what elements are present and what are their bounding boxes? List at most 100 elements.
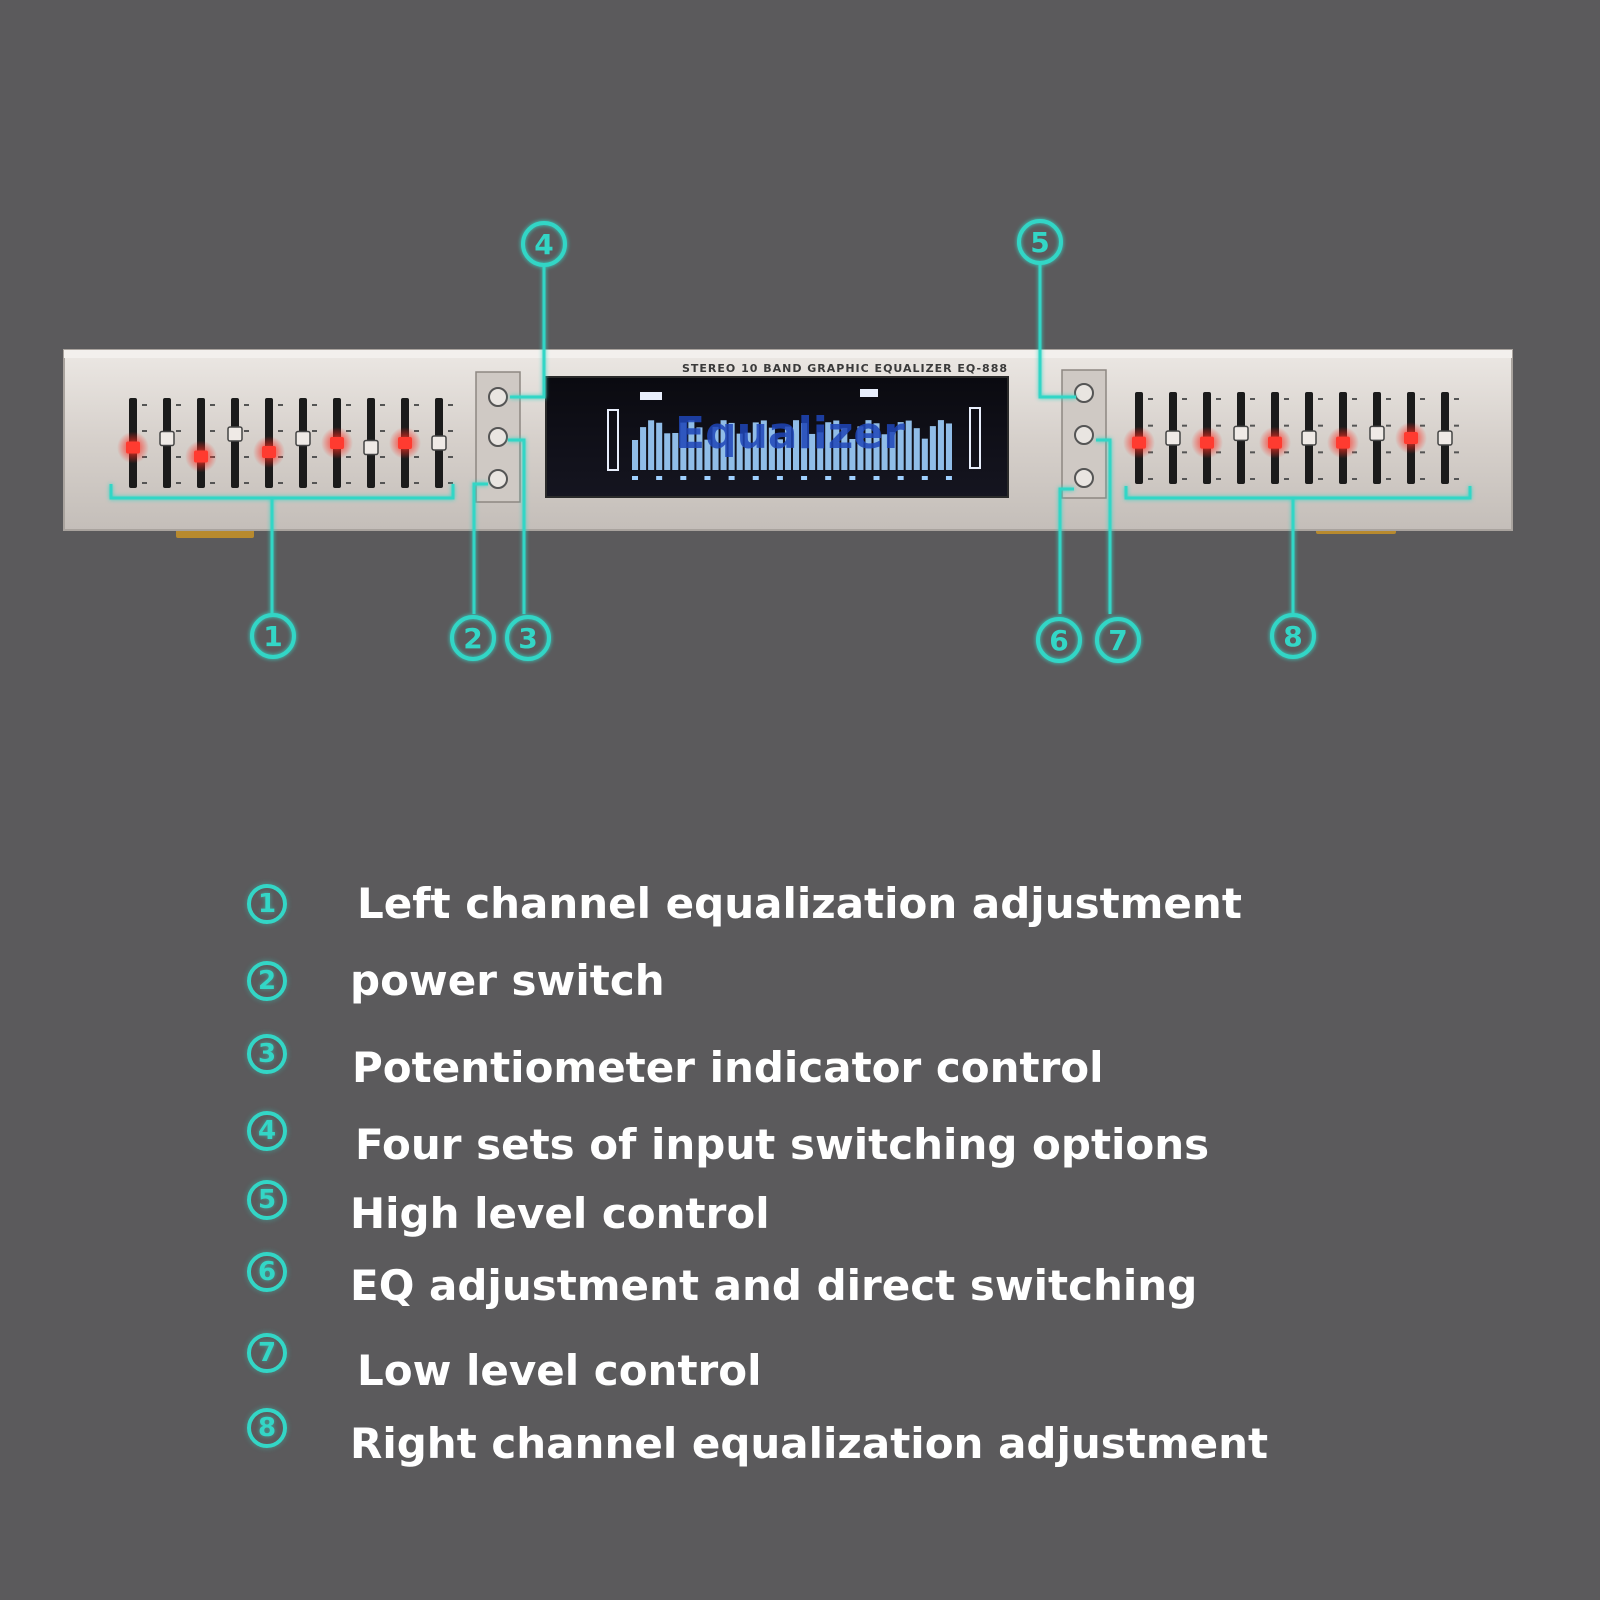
display-dot <box>656 476 663 480</box>
left-scale-tick <box>210 404 215 406</box>
right-scale-tick <box>1216 424 1221 427</box>
left-scale-tick <box>448 404 453 406</box>
left-slider-knob <box>295 430 311 447</box>
svg-text:4: 4 <box>534 228 553 261</box>
display-title: Equalizer <box>675 408 905 459</box>
power-knob[interactable] <box>488 469 508 489</box>
display-bar <box>752 422 759 470</box>
right-slider-knob <box>1301 430 1317 446</box>
high-level-knob[interactable] <box>1074 383 1094 403</box>
left-scale-tick <box>380 404 385 406</box>
display-bar <box>825 422 832 470</box>
callout-line-5 <box>1038 264 1076 399</box>
right-scale-tick <box>1318 424 1323 427</box>
right-scale-tick <box>1420 478 1425 480</box>
display-bar <box>817 432 824 470</box>
display-bar <box>720 420 727 470</box>
right-slider-knob-led <box>1132 436 1146 449</box>
left-slider-knob <box>159 430 175 447</box>
display-bar <box>937 420 944 470</box>
display-dot <box>825 476 832 480</box>
callout-line-2 <box>472 482 488 614</box>
display-dot <box>921 476 928 480</box>
left-scale-tick <box>346 430 351 432</box>
legend-badge: 2 <box>247 961 287 1001</box>
display-bar <box>696 427 703 470</box>
legend-badge: 5 <box>247 1180 287 1220</box>
display-bar <box>801 423 808 470</box>
display-bar <box>680 422 687 470</box>
left-scale-tick <box>414 482 419 484</box>
display-bar <box>744 432 751 470</box>
right-scale-tick <box>1250 398 1255 400</box>
display-bar <box>648 420 655 470</box>
legend-row: 1 Left channel equalization adjustment <box>0 876 1600 936</box>
display-bar <box>793 420 800 470</box>
display-dot <box>873 476 880 480</box>
display-indicator <box>640 392 662 400</box>
right-scale-tick <box>1454 398 1459 400</box>
left-scale-tick <box>312 482 317 484</box>
left-scale-tick <box>176 482 181 484</box>
svg-text:1: 1 <box>263 620 282 653</box>
right-slider-knob <box>1233 425 1249 442</box>
right-slider-group <box>1123 392 1459 484</box>
legend-row: 3 Potentiometer indicator control <box>0 1034 1600 1100</box>
left-slider-knob <box>227 426 243 442</box>
left-scale-tick <box>414 404 419 406</box>
display-bars <box>607 389 981 480</box>
legend-row: 4 Four sets of input switching options <box>0 1111 1600 1177</box>
display-bar <box>833 420 840 470</box>
indicator-knob[interactable] <box>488 427 508 447</box>
input-select-knob[interactable] <box>488 387 508 407</box>
callout-badge-6: 6 <box>1036 617 1082 663</box>
display-bar <box>809 433 816 470</box>
display-bar <box>905 420 912 470</box>
right-slider-knob-led <box>1404 432 1418 444</box>
right-scale-tick <box>1352 398 1357 400</box>
callout-line-6 <box>1058 487 1074 614</box>
panel-top-edge <box>64 350 1512 358</box>
legend-badge: 8 <box>247 1408 287 1448</box>
right-scale-tick <box>1250 478 1255 480</box>
display-dot <box>752 476 759 480</box>
display-bar <box>897 422 904 470</box>
legend-row: 6 EQ adjustment and direct switching <box>0 1252 1600 1318</box>
display-bar <box>776 439 783 470</box>
display-bar <box>889 432 896 470</box>
display-bar <box>656 422 663 470</box>
eq-direct-knob[interactable] <box>1074 468 1094 488</box>
left-scale-tick <box>448 430 453 432</box>
left-scale-tick <box>176 456 181 458</box>
display-bar <box>768 427 775 470</box>
low-level-knob[interactable] <box>1074 425 1094 445</box>
legend-badge: 6 <box>247 1252 287 1292</box>
legend-row: 5 High level control <box>0 1180 1600 1246</box>
callout-line-3 <box>508 438 526 614</box>
left-slider-knob-led <box>330 437 344 449</box>
callout-badge-8: 8 <box>1270 613 1316 659</box>
left-scale-tick <box>380 430 385 432</box>
display-dot <box>704 476 711 480</box>
callout-badge-7: 7 <box>1095 617 1141 663</box>
display-bar <box>640 427 647 470</box>
display-bar <box>921 438 928 470</box>
right-scale-tick <box>1454 478 1459 480</box>
left-scale-tick <box>210 430 215 432</box>
display-bar <box>664 433 671 470</box>
svg-text:5: 5 <box>1030 226 1049 259</box>
legend-text: Four sets of input switching options <box>355 1120 1210 1169</box>
left-scale-tick <box>448 482 453 484</box>
display-left-marker <box>607 409 619 471</box>
left-scale-tick <box>278 404 283 406</box>
display-dot <box>801 476 808 480</box>
left-scale-tick <box>210 482 215 484</box>
callout-line-1 <box>109 484 455 500</box>
left-slider-knob-led <box>262 446 276 458</box>
right-scale-tick <box>1182 478 1187 480</box>
right-scale-tick <box>1182 451 1187 454</box>
right-scale-tick <box>1352 424 1357 427</box>
display-dot <box>632 476 638 480</box>
left-scale-tick <box>244 456 249 458</box>
display-bar <box>672 432 679 470</box>
